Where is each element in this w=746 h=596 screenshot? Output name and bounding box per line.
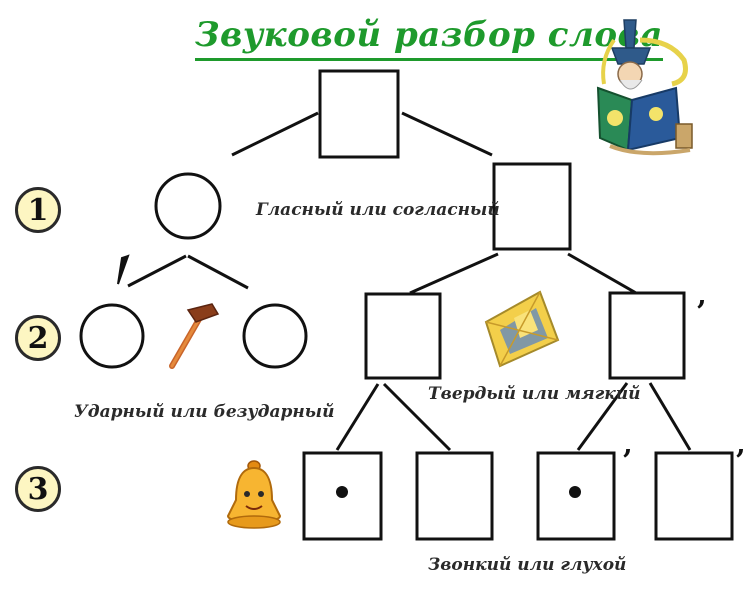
stressed-label: Ударный или безударный [74,402,335,422]
level-badge-1: 1 [15,187,61,233]
hammer-icon [169,303,220,369]
level-badge-3: 3 [15,466,61,512]
connector-line [409,252,499,295]
voiceless-hard-box [415,451,494,541]
connector-line [401,111,493,157]
connector-line [187,254,249,290]
stressed-vowel-circle [79,303,145,369]
soft-sign-mark: ’ [735,444,746,479]
vowel-consonant-label: Гласный или согласный [256,200,500,220]
soft-consonant-box [608,291,686,380]
page-title: Звуковой разбор слова [195,14,663,61]
connector-line [335,383,380,451]
voiced-dot [336,486,348,498]
hard-soft-label: Твердый или мягкий [428,384,641,404]
connector-line [648,382,692,451]
connector-line [576,382,629,451]
voiced-dot [569,486,581,498]
level-badge-2: 2 [15,315,61,361]
connector-line [567,252,637,295]
soft-sign-mark: ’ [622,444,633,479]
bell-icon [226,460,282,529]
connector-line [382,382,452,452]
voiced-soft-box [536,451,616,541]
stress-mark-icon [117,254,130,285]
unstressed-vowel-circle [242,303,308,369]
word-box [318,69,400,159]
voiced-hard-box [302,451,383,541]
consonant-box [492,162,572,251]
connector-line [127,254,187,288]
vowel-circle [154,172,222,240]
pillow-icon [484,290,560,368]
soft-sign-mark: ’ [696,295,707,330]
hard-consonant-box [364,292,442,380]
voiced-voiceless-label: Звонкий или глухой [428,555,627,575]
connector-line [231,111,319,157]
voiceless-soft-box [654,451,734,541]
wizard-with-book-icon [596,19,693,156]
